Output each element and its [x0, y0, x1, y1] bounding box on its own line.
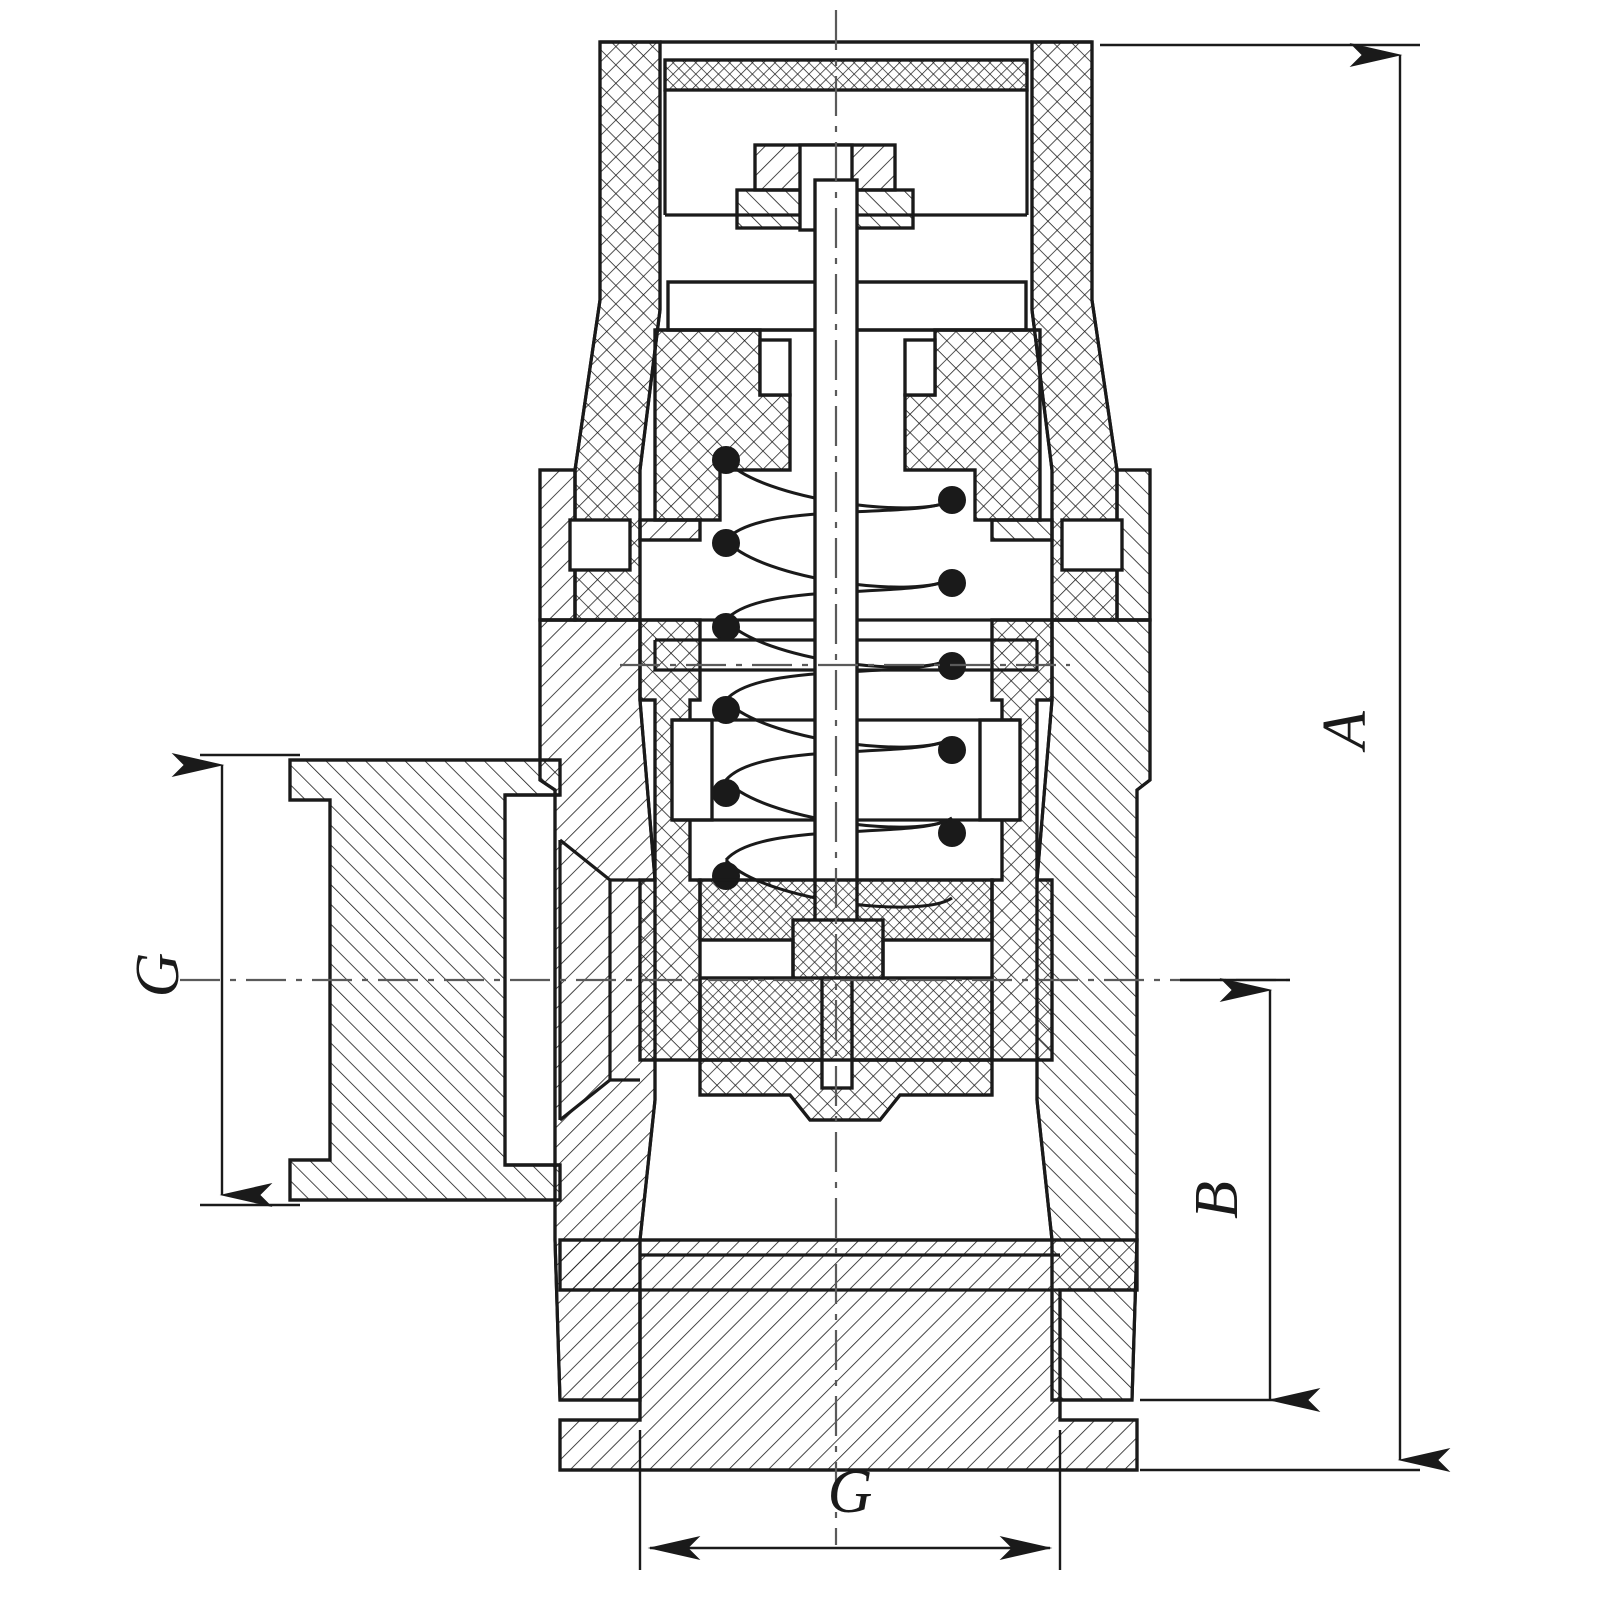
- dimension-label-B: B: [1183, 1181, 1251, 1219]
- dimension-lines: [171, 43, 1451, 1570]
- side-outlet-port: [288, 758, 640, 1202]
- upper-guide-piston: [653, 328, 1042, 522]
- dimension-label-A: A: [1311, 710, 1379, 753]
- dimension-label-G-side: G: [124, 953, 192, 998]
- bottom-inlet-port: [558, 1238, 1139, 1472]
- valve-body: [538, 618, 1152, 1402]
- dimension-label-G-bottom: G: [828, 1458, 873, 1526]
- disc-seal: [698, 878, 994, 1062]
- centerlines: [180, 10, 1290, 1545]
